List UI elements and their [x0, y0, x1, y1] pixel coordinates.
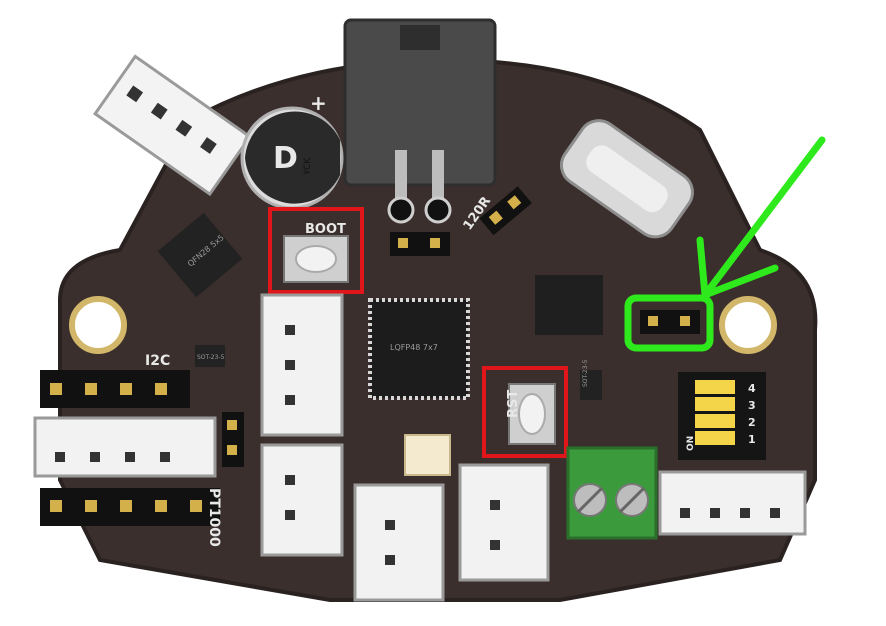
pt1000-label: PT1000	[206, 488, 222, 547]
power-connector	[343, 18, 497, 187]
connector-bottom-mid	[353, 483, 445, 602]
i2c-label: I2C	[145, 353, 170, 369]
connector-right-bottom	[658, 470, 807, 536]
capacitor-brand: YCK	[303, 157, 313, 176]
dip-label-1: 1	[748, 433, 756, 446]
mcu-chip	[368, 298, 470, 400]
green-arrow-head	[696, 236, 779, 299]
sot-label-b: SOT-23-5	[582, 359, 589, 387]
rst-label: RST	[506, 390, 521, 418]
sot-chip-b	[580, 370, 602, 400]
dip-on-label: ON	[686, 436, 696, 451]
mount-hole-left	[69, 296, 127, 354]
connector-center-left-top	[260, 293, 344, 437]
dip-label-2: 2	[748, 416, 756, 429]
connector-center-left-bottom	[260, 443, 344, 557]
green-arrow	[701, 136, 826, 299]
boot-label: BOOT	[305, 222, 346, 237]
i2c-header	[40, 370, 190, 408]
capacitor-letter: D	[273, 141, 298, 176]
jumper-120r	[479, 186, 532, 236]
sot-chip-a	[195, 345, 225, 367]
qfn-chip	[157, 212, 243, 298]
mount-hole-right	[719, 296, 777, 354]
jumper-highlight-box	[624, 294, 714, 352]
dip-label-3: 3	[748, 399, 756, 412]
left-connector	[33, 416, 217, 478]
plus-marking: +	[310, 91, 327, 115]
sot-label-a: SOT-23-5	[197, 354, 225, 361]
usb-c-connector	[559, 119, 694, 239]
ic-right	[535, 275, 603, 335]
boot-highlight-box	[268, 207, 364, 294]
rst-highlight-box	[482, 366, 568, 458]
dip-label-4: 4	[748, 382, 756, 395]
connector-bottom-right	[458, 463, 550, 582]
angled-connector	[93, 54, 253, 197]
crystal	[404, 434, 451, 476]
mcu-label: LQFP48 7x7	[390, 343, 438, 352]
